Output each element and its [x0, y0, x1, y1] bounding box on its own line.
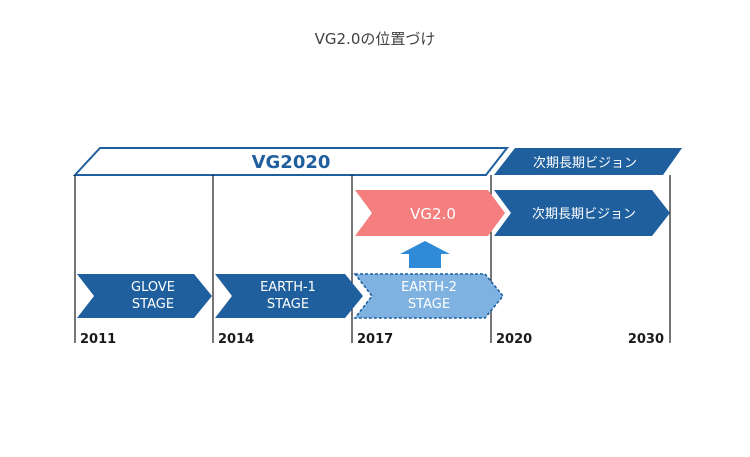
vg20-label: VG2.0 — [410, 205, 456, 223]
vg2020-banner — [72, 147, 510, 176]
up-arrow-icon — [400, 241, 450, 268]
next-vision-arrow — [494, 190, 670, 236]
stage-earth2-line2: STAGE — [408, 297, 450, 312]
next-vision-banner — [494, 148, 682, 175]
diagram-title: VG2.0の位置づけ — [314, 30, 436, 48]
stage-earth1-line2: STAGE — [267, 297, 309, 312]
year-label-2030: 2030 — [628, 332, 664, 347]
stage-chevron-glove — [77, 274, 212, 318]
stage-earth1-line1: EARTH-1 — [260, 280, 316, 295]
year-label-2020: 2020 — [496, 332, 532, 347]
year-label-2011: 2011 — [80, 332, 116, 347]
vg20-chevron — [355, 190, 505, 236]
year-label-2014: 2014 — [218, 332, 254, 347]
next-vision-arrow-label: 次期長期ビジョン — [532, 206, 636, 222]
stage-glove-line1: GLOVE — [131, 280, 175, 295]
stage-earth2-line1: EARTH-2 — [401, 280, 457, 295]
year-label-2017: 2017 — [357, 332, 393, 347]
stage-chevron-earth2 — [353, 273, 505, 319]
next-vision-banner-label: 次期長期ビジョン — [533, 155, 637, 171]
vg2020-label: VG2020 — [252, 152, 331, 173]
stage-chevron-earth1 — [215, 274, 363, 318]
stage-glove-line2: STAGE — [132, 297, 174, 312]
